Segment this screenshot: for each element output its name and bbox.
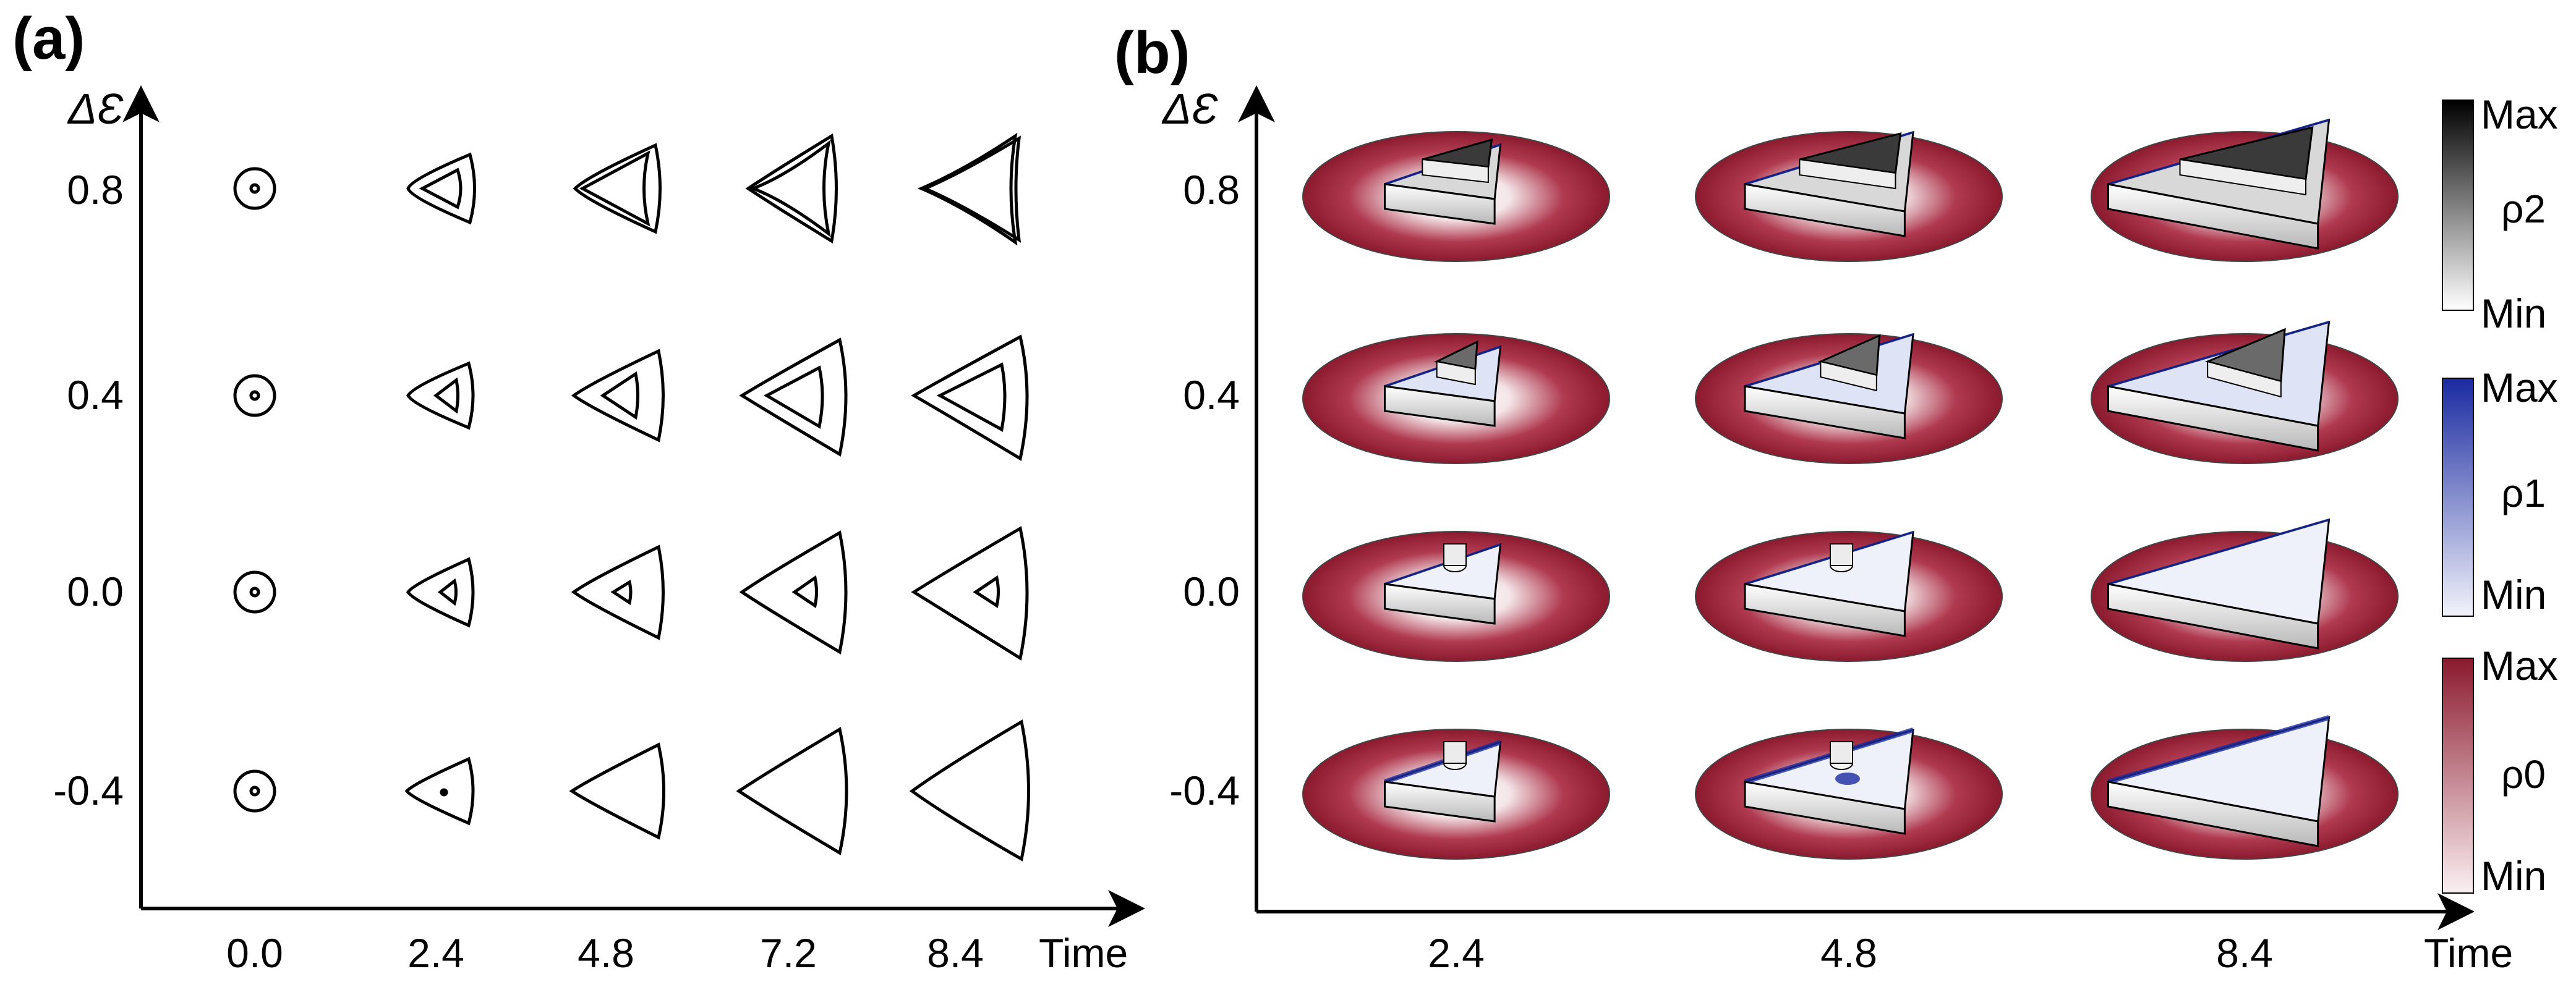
panel-b-x-ticks: 2.4 4.8 8.4 [1428,930,2273,976]
surface-plot [2091,518,2399,662]
surface-plot [1695,530,2003,662]
colorbar-rho1-symbol: ρ1 [2501,471,2546,515]
x-tick: 4.8 [1820,930,1877,976]
contour-t8.4 [917,132,1021,246]
colorbar-rho2-min: Min [2481,290,2546,336]
panel-b: (b) ΔƐ Time 0.8 0.4 0.0 -0.4 2.4 4.8 8.4 [1114,20,2513,976]
y-tick: 0.8 [1183,167,1240,213]
surface-plot [1302,729,1610,860]
x-tick: 7.2 [760,930,817,976]
colorbar-rho1-min: Min [2481,572,2546,617]
colorbar-rho0-symbol: ρ0 [2501,752,2546,797]
x-tick: 0.0 [226,930,283,976]
colorbar-rho1-max: Max [2481,365,2558,410]
contour-t2.4 [406,361,475,430]
y-tick: 0.8 [67,167,124,213]
panel-a-y-axis-name: ΔƐ [67,85,124,133]
contour-t7.2 [736,727,848,855]
contour-t2.4 [406,152,476,225]
surface-plot [2091,715,2399,860]
x-tick: 8.4 [927,930,984,976]
y-tick: -0.4 [1169,768,1240,813]
surface-plot [1302,531,1610,662]
panel-a-y-ticks: 0.8 0.4 0.0 -0.4 [53,167,124,813]
contour-t4.8 [573,143,662,234]
colorbar-rho2-max: Max [2481,91,2558,137]
colorbar-rho0-max: Max [2481,643,2558,688]
contour-t8.4 [910,334,1029,461]
x-tick: 4.8 [578,930,634,976]
surface-plot [1695,130,2003,262]
colorbars: Max ρ2 Min Max ρ1 Min Max ρ0 Min [2442,91,2558,899]
contour-t0.0 [233,769,276,813]
colorbar-rho0: Max ρ0 Min [2442,643,2558,899]
y-tick: 0.4 [67,372,124,418]
y-tick: 0.0 [1183,569,1240,614]
panel-b-label: (b) [1114,20,1190,86]
contour-row-0.8 [233,132,1021,246]
panel-b-x-axis-name: Time [2424,930,2513,976]
surface-plots [1302,118,2399,860]
surface-plot [2091,118,2399,262]
surface-plot [1695,727,2003,860]
colorbar-rho2-symbol: ρ2 [2501,187,2546,231]
panel-a-x-axis-name: Time [1039,930,1128,976]
surface-plot [1302,333,1610,464]
contour-row-neg0.4 [233,719,1030,862]
panel-a: (a) ΔƐ Time 0.8 0.4 0.0 -0.4 0.0 2.4 4.8… [12,6,1145,976]
contour-row-0.4 [233,334,1029,461]
contour-t8.4 [911,526,1029,661]
surface-plot [2091,320,2399,464]
colorbar-rho2: Max ρ2 Min [2442,91,2558,336]
contour-t7.2 [739,530,848,654]
surface-plot [1695,333,2003,464]
panel-b-y-ticks: 0.8 0.4 0.0 -0.4 [1169,167,1240,813]
panel-a-x-ticks: 0.0 2.4 4.8 7.2 8.4 [226,930,984,976]
surface-plot [1302,131,1610,262]
contour-t7.2 [739,337,848,457]
y-tick: -0.4 [53,768,124,813]
contour-t4.8 [569,742,665,840]
contour-t0.0 [233,570,276,614]
contour-t2.4 [406,557,475,628]
colorbar-rho1: Max ρ1 Min [2442,365,2558,617]
colorbar-rho0-min: Min [2481,853,2546,899]
contour-t7.2 [745,133,838,244]
contour-t2.4 [404,756,475,826]
contour-row-0.0 [233,526,1029,661]
contour-t4.8 [571,349,665,443]
x-tick: 2.4 [1428,930,1485,976]
contour-t8.4 [909,719,1030,862]
contour-t0.0 [233,374,276,417]
x-tick: 8.4 [2216,930,2273,976]
panel-a-label: (a) [12,6,85,72]
y-tick: 0.0 [67,569,124,614]
contour-t0.0 [233,167,276,210]
y-tick: 0.4 [1183,372,1240,418]
contour-t4.8 [571,544,665,640]
x-tick: 2.4 [407,930,464,976]
panel-b-y-axis-name: ΔƐ [1161,85,1218,133]
